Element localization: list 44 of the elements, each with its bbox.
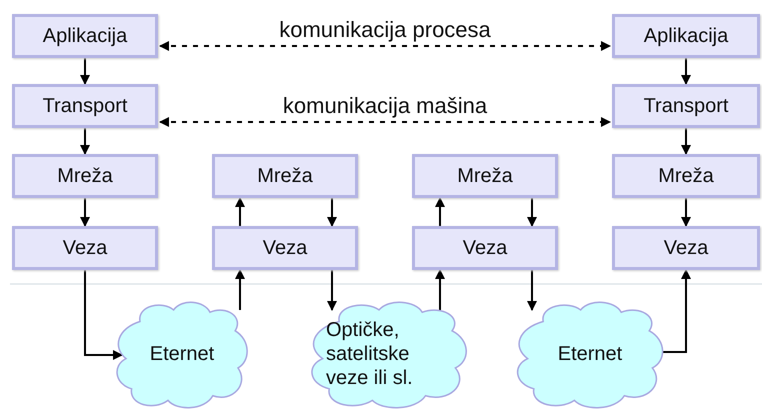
layer-box [412, 226, 558, 270]
layer-label: Mreža [257, 164, 313, 188]
cloud-label: Eternet [556, 342, 624, 366]
layer-label: Veza [62, 236, 108, 260]
arrow [80, 58, 90, 85]
arrow [527, 198, 537, 227]
layer-box [612, 84, 760, 128]
layer-label: Mreža [658, 164, 714, 188]
arrow [235, 197, 245, 226]
arrow [435, 269, 445, 310]
layer-label: Aplikacija [644, 24, 728, 48]
layer-label: Mreža [57, 164, 113, 188]
arrow [327, 270, 337, 311]
layer-box [212, 154, 358, 198]
cloud-label: Optičke, satelitske veze ili sl. [326, 318, 414, 390]
arrow [681, 198, 691, 227]
layer-box [12, 84, 158, 128]
arrow [235, 269, 245, 310]
arrow [435, 197, 445, 226]
layer-label: Veza [262, 236, 308, 260]
cloud-label: Eternet [148, 342, 216, 366]
layer-label: Aplikacija [42, 24, 128, 48]
arrow [681, 128, 691, 155]
layer-box [412, 154, 558, 198]
dashed-arrow [159, 41, 611, 51]
layer-label: Transport [42, 94, 128, 118]
layer-box [612, 154, 760, 198]
layer-label: Veza [664, 236, 708, 260]
layer-label: Veza [462, 236, 508, 260]
arrow [80, 198, 90, 227]
layer-box [212, 226, 358, 270]
dashed-arrow [159, 117, 611, 127]
layer-box [12, 14, 158, 58]
layer-box [12, 154, 158, 198]
arrow [527, 270, 537, 311]
layer-label: Mreža [457, 164, 513, 188]
layer-box [612, 14, 760, 58]
layer-box [612, 226, 760, 270]
layer-label: Transport [644, 94, 728, 118]
layer-box [12, 226, 158, 270]
arrow [327, 198, 337, 227]
arrow [80, 128, 90, 155]
arrow [681, 58, 691, 85]
arrow [84, 270, 123, 360]
